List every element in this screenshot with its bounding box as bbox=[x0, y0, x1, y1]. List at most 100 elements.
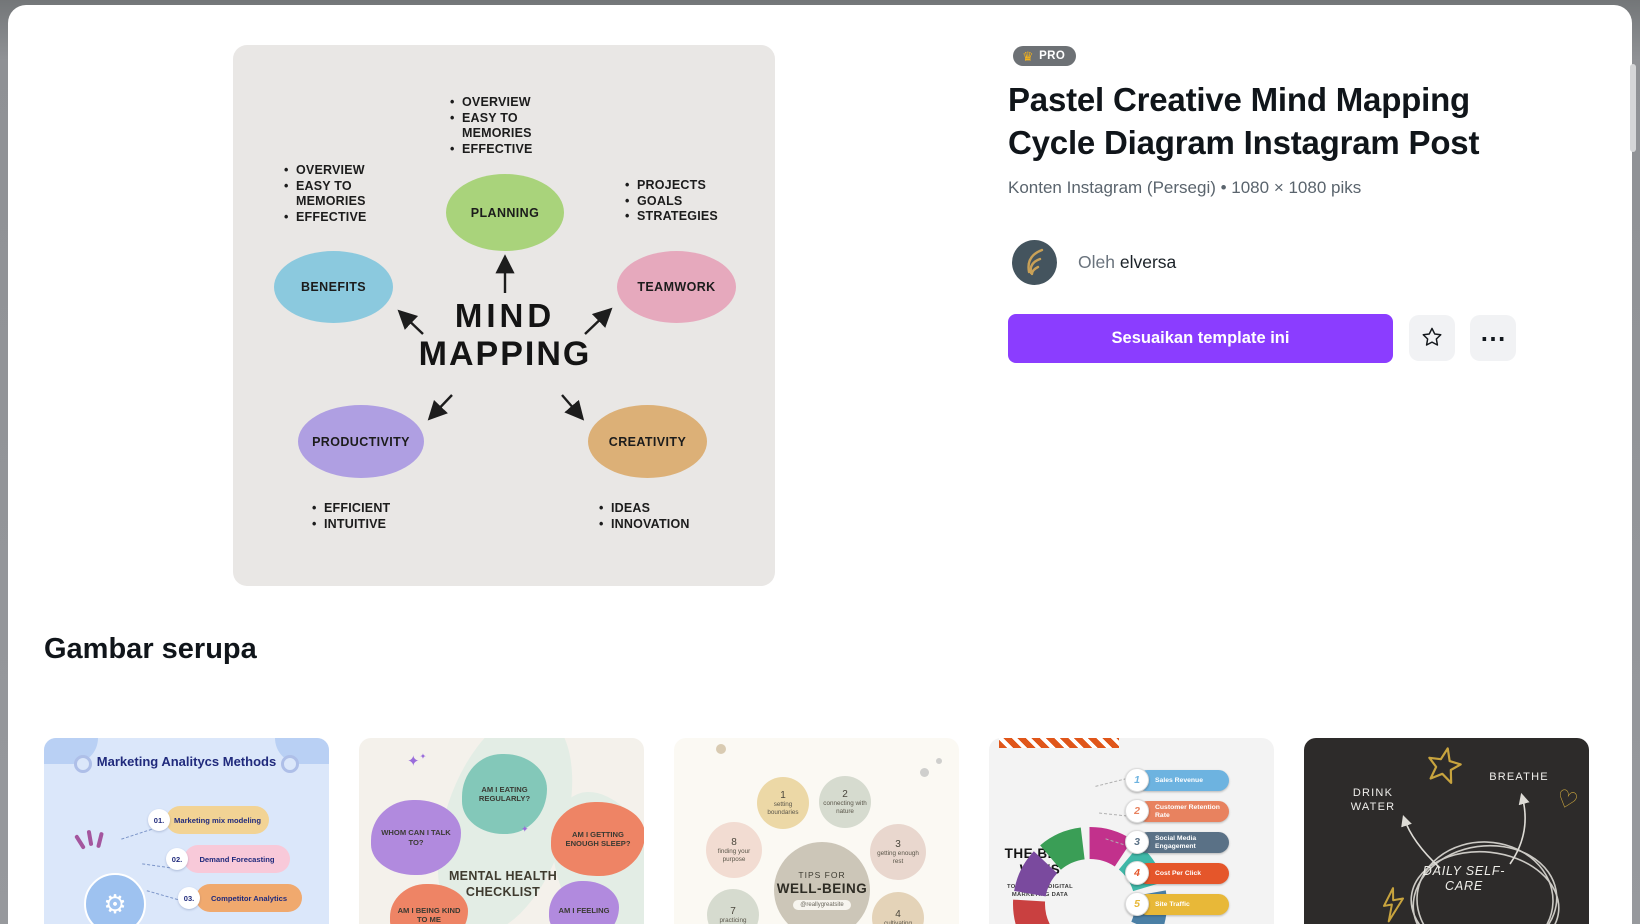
tip-label: setting boundaries bbox=[767, 801, 799, 816]
bullet-item: INNOVATION bbox=[598, 517, 694, 533]
arrow-doodles bbox=[1401, 792, 1530, 869]
checklist-cloud: AM I GETTING ENOUGH SLEEP? bbox=[551, 802, 644, 876]
method-label: Demand Forecasting bbox=[199, 854, 275, 864]
sparkle-icon: ✦✦ bbox=[407, 752, 427, 770]
customize-template-button[interactable]: Sesuaikan template ini bbox=[1008, 314, 1393, 363]
tip-label: practicing bbox=[719, 916, 747, 924]
avatar-logo-icon bbox=[1027, 248, 1044, 276]
star-doodle-icon bbox=[1428, 747, 1462, 784]
card-title: MENTAL HEALTH CHECKLIST bbox=[448, 869, 558, 899]
metric-pill: Cost Per Click bbox=[1137, 863, 1229, 884]
mindmap-bullets-teamwork: PROJECTS GOALS STRATEGIES bbox=[624, 178, 720, 225]
mindmap-title-line: MAPPING bbox=[418, 335, 592, 373]
pro-badge: ♛ PRO bbox=[1013, 46, 1077, 66]
lightning-icon bbox=[1382, 887, 1404, 923]
similar-card-digital-marketing-data[interactable]: THE BEST WAYS TO ANALYZE DIGITAL MARKETI… bbox=[989, 738, 1274, 924]
bullet-item: EFFECTIVE bbox=[449, 142, 541, 158]
gear-icon: ⚙ bbox=[103, 888, 127, 919]
mindmap-node-planning: PLANNING bbox=[446, 174, 564, 251]
sparkle-icon: ✦ bbox=[521, 824, 529, 834]
card-title-top: TIPS FOR bbox=[798, 870, 846, 880]
tip-label: getting enough rest bbox=[877, 850, 919, 865]
bullet-item: OVERVIEW bbox=[449, 95, 541, 111]
method-pill: Competitor Analytics bbox=[196, 884, 302, 912]
brush-stroke bbox=[86, 829, 94, 847]
checklist-cloud: AM I BEING KIND TO ME bbox=[390, 884, 468, 924]
mindmap-title: MIND MAPPING bbox=[405, 297, 605, 374]
cloud-label: AM I FEELING bbox=[558, 906, 610, 916]
method-pill: Demand Forecasting bbox=[184, 845, 290, 873]
checklist-cloud: WHOM CAN I TALK TO? bbox=[371, 800, 461, 875]
cloud-label: WHOM CAN I TALK TO? bbox=[381, 828, 451, 847]
bullet-item: INTUITIVE bbox=[311, 517, 401, 533]
bullet-item: EFFICIENT bbox=[311, 501, 401, 517]
star-icon bbox=[1422, 327, 1442, 346]
tip-number: 1 bbox=[780, 790, 786, 802]
method-number: 03. bbox=[178, 887, 200, 909]
metric-number: 5 bbox=[1125, 892, 1149, 916]
similar-card-mental-health-checklist[interactable]: AM I EATING REGULARLY? WHOM CAN I TALK T… bbox=[359, 738, 644, 924]
method-label: Competitor Analytics bbox=[210, 893, 288, 903]
node-label: BENEFITS bbox=[300, 280, 366, 294]
scrollbar-thumb[interactable] bbox=[1630, 64, 1636, 152]
node-label: PLANNING bbox=[470, 205, 540, 220]
more-options-button[interactable]: ⋯ bbox=[1470, 315, 1516, 361]
decor-dot bbox=[716, 744, 726, 754]
metric-number: 4 bbox=[1125, 861, 1149, 885]
page-title: Pastel Creative Mind Mapping Cycle Diagr… bbox=[1008, 81, 1480, 161]
similar-section-heading: Gambar serupa bbox=[44, 633, 257, 665]
metric-pill: Customer Retention Rate bbox=[1137, 801, 1229, 822]
cloud-label: AM I GETTING ENOUGH SLEEP? bbox=[565, 829, 631, 849]
tip-label: cultivating bbox=[883, 919, 912, 924]
decor-dot bbox=[920, 768, 929, 777]
metric-label: Cost Per Click bbox=[1155, 869, 1202, 877]
author-avatar[interactable] bbox=[1012, 240, 1057, 285]
metric-label: Sales Revenue bbox=[1155, 776, 1203, 784]
connector-line bbox=[1095, 778, 1127, 787]
tip-number: 3 bbox=[895, 839, 901, 851]
bullet-item: EASY TO MEMORIES bbox=[449, 111, 541, 142]
tip-number: 8 bbox=[731, 837, 737, 849]
ring-icon bbox=[281, 755, 299, 773]
card-title: DAILY SELF-CARE bbox=[1422, 864, 1506, 893]
mindmap-node-teamwork: TEAMWORK bbox=[617, 251, 736, 323]
mindmap-arrows bbox=[397, 254, 613, 421]
pro-badge-label: PRO bbox=[1039, 50, 1066, 62]
metric-number: 2 bbox=[1125, 799, 1149, 823]
metric-pill: Site Traffic bbox=[1137, 894, 1229, 915]
checklist-cloud: AM I FEELING bbox=[549, 881, 619, 924]
node-label: CREATIVITY bbox=[608, 434, 687, 449]
bullet-item: GOALS bbox=[624, 194, 720, 210]
bullet-item: IDEAS bbox=[598, 501, 694, 517]
method-label: Marketing mix modeling bbox=[174, 815, 261, 825]
mindmap-bullets-productivity: EFFICIENT INTUITIVE bbox=[311, 501, 401, 532]
template-preview-image[interactable]: OVERVIEW EASY TO MEMORIES EFFECTIVE OVER… bbox=[233, 45, 775, 586]
card-title-circle: TIPS FOR WELL-BEING @reallygreatsite bbox=[774, 842, 870, 924]
metric-label: Customer Retention Rate bbox=[1155, 804, 1220, 819]
mindmap-node-benefits: BENEFITS bbox=[274, 251, 393, 323]
author-link[interactable]: elversa bbox=[1119, 252, 1177, 272]
byline: Oleh elversa bbox=[1078, 252, 1176, 273]
mindmap-node-creativity: CREATIVITY bbox=[588, 405, 707, 478]
connector-line bbox=[1099, 812, 1127, 817]
selfcare-label: BREATHE bbox=[1489, 771, 1549, 783]
similar-card-marketing-analytics[interactable]: Marketing Analitycs Methods Marketing mi… bbox=[44, 738, 329, 924]
metric-label: Social Media Engagement bbox=[1155, 835, 1197, 850]
cloud-label: AM I EATING REGULARLY? bbox=[478, 784, 531, 804]
favorite-button[interactable] bbox=[1409, 315, 1455, 361]
template-detail-modal: OVERVIEW EASY TO MEMORIES EFFECTIVE OVER… bbox=[8, 5, 1632, 924]
method-pill: Marketing mix modeling bbox=[166, 806, 269, 834]
metric-label: Site Traffic bbox=[1155, 900, 1190, 908]
hazard-stripe bbox=[999, 738, 1119, 748]
similar-card-daily-self-care[interactable]: DRINK WATER BREATHE DAILY SELF-CARE bbox=[1304, 738, 1589, 924]
ring-icon bbox=[74, 755, 92, 773]
social-handle: @reallygreatsite bbox=[793, 900, 851, 910]
tip-label: finding your purpose bbox=[717, 848, 751, 863]
card-title: Marketing Analitycs Methods bbox=[96, 754, 277, 769]
